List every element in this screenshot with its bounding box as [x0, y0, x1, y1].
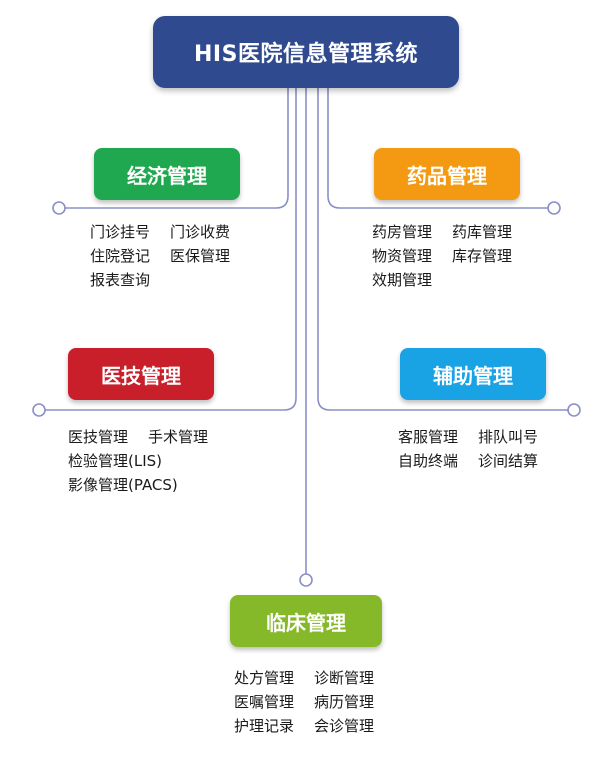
- node-dot-economy: [52, 201, 66, 215]
- link-economy: [60, 88, 289, 209]
- category-assist-label: 辅助管理: [433, 363, 513, 388]
- node-dot-drug: [547, 201, 561, 215]
- economy-items: 门诊挂号 门诊收费 住院登记 医保管理 报表查询: [90, 222, 230, 290]
- list-item: 检验管理(LIS): [68, 452, 163, 470]
- category-clinical-label: 临床管理: [266, 610, 346, 635]
- category-drug: 药品管理: [374, 148, 520, 200]
- category-medtech: 医技管理: [68, 348, 214, 400]
- root-title: HIS医院信息管理系统: [194, 42, 418, 67]
- list-item: 诊断管理: [314, 669, 375, 687]
- list-item: 会诊管理: [314, 717, 375, 735]
- list-item: 库存管理: [452, 247, 513, 265]
- clinical-items: 处方管理 诊断管理 医嘱管理 病历管理 护理记录 会诊管理: [234, 668, 374, 736]
- category-assist: 辅助管理: [400, 348, 546, 400]
- assist-items: 客服管理 排队叫号 自助终端 诊间结算: [398, 427, 538, 471]
- category-economy: 经济管理: [94, 148, 240, 200]
- node-dot-medtech: [32, 403, 46, 417]
- drug-items: 药房管理 药库管理 物资管理 库存管理 效期管理: [372, 222, 512, 290]
- list-item: 医保管理: [170, 247, 231, 265]
- list-item: 药库管理: [452, 223, 513, 241]
- list-item: 效期管理: [372, 271, 433, 289]
- node-dot-clinical: [299, 573, 313, 587]
- list-item: 影像管理(PACS): [68, 476, 178, 494]
- root-node: HIS医院信息管理系统: [153, 16, 459, 88]
- list-item: 门诊挂号: [90, 223, 151, 241]
- list-item: 门诊收费: [170, 223, 231, 241]
- category-drug-label: 药品管理: [407, 163, 487, 188]
- list-item: 护理记录: [234, 717, 295, 735]
- list-item: 药房管理: [372, 223, 433, 241]
- link-medtech: [40, 88, 297, 411]
- list-item: 病历管理: [314, 693, 375, 711]
- list-item: 自助终端: [398, 452, 459, 470]
- list-item: 客服管理: [398, 428, 459, 446]
- list-item: 处方管理: [234, 669, 295, 687]
- link-assist: [317, 88, 572, 411]
- medtech-items-extra: 检验管理(LIS) 影像管理(PACS): [68, 451, 178, 495]
- category-economy-label: 经济管理: [127, 163, 207, 188]
- list-item: 医嘱管理: [234, 693, 295, 711]
- medtech-items: 医技管理 手术管理: [68, 427, 208, 447]
- list-item: 住院登记: [90, 247, 151, 265]
- list-item: 诊间结算: [478, 452, 539, 470]
- category-clinical: 临床管理: [230, 595, 382, 647]
- list-item: 报表查询: [90, 271, 151, 289]
- link-drug: [327, 88, 552, 209]
- list-item: 医技管理: [68, 428, 129, 446]
- node-dot-assist: [567, 403, 581, 417]
- list-item: 排队叫号: [478, 428, 539, 446]
- list-item: 物资管理: [372, 247, 433, 265]
- category-medtech-label: 医技管理: [101, 363, 181, 388]
- list-item: 手术管理: [148, 428, 209, 446]
